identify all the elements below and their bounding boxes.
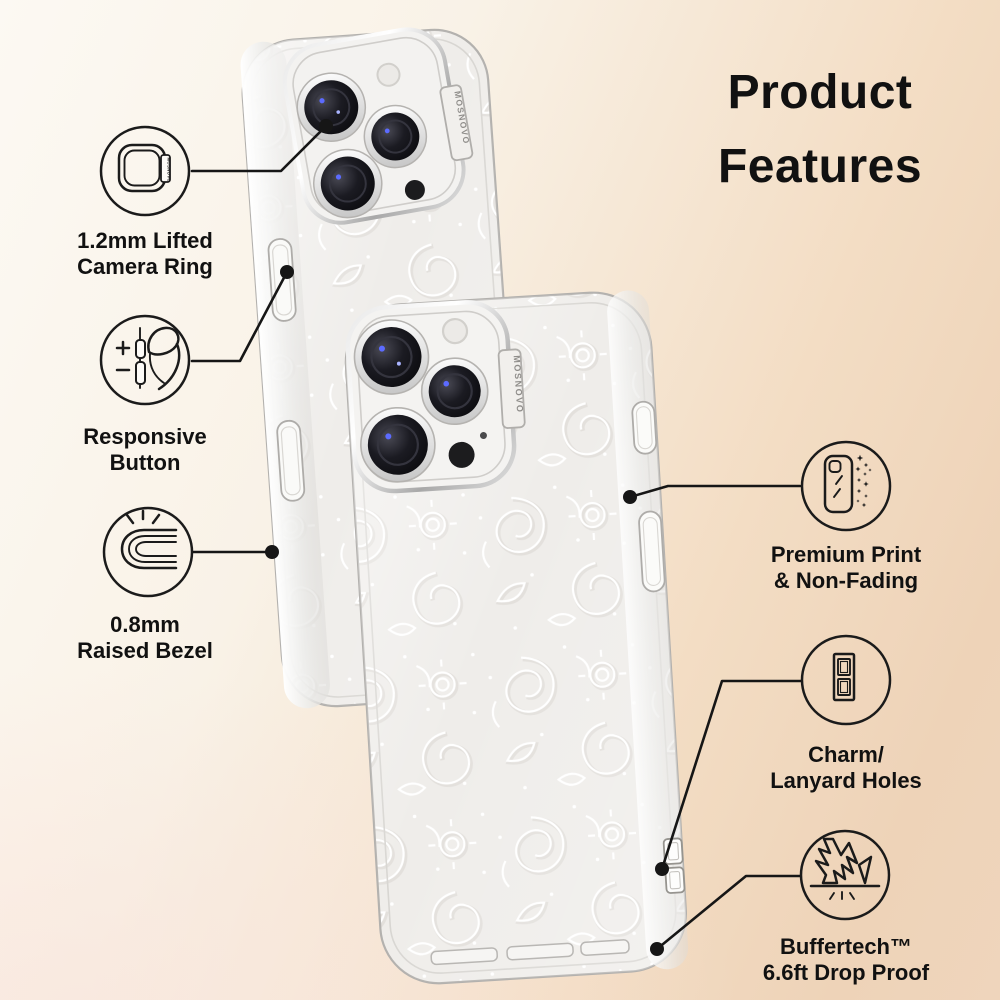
feature-label-line: & Non-Fading [773, 568, 919, 594]
feature-label-line: Charm/ [808, 742, 884, 767]
front-phone-case: MOSNOVO [344, 290, 689, 985]
feature-label-line: Responsive [83, 424, 207, 449]
lanyard-holes-icon [798, 632, 894, 728]
connector-lanyard-holes [660, 679, 803, 871]
feature-label-line: 1.2mm Lifted [77, 228, 213, 253]
callout-dots [265, 119, 669, 956]
rear-camera-mic [404, 179, 425, 200]
front-phone-action-button [631, 400, 658, 455]
front-camera-lens [420, 357, 489, 426]
bottom-port-slots [430, 939, 630, 966]
feature-label-raised-bezel: 0.8mm Raised Bezel [30, 612, 260, 665]
feature-label-line: Raised Bezel [77, 638, 213, 664]
front-camera-lens [360, 406, 436, 483]
rear-camera-lens [363, 104, 428, 169]
connector-camera-ring [190, 124, 328, 173]
connector-responsive-button [190, 270, 289, 363]
page-title-line2: Features [717, 140, 923, 194]
page-title: Product Features [642, 56, 998, 205]
premium-print-icon [798, 438, 894, 534]
feature-label-line: Camera Ring [77, 254, 213, 280]
drop-impact-icon [797, 827, 893, 923]
callout-connectors [190, 124, 803, 951]
raised-bezel-icon [100, 504, 196, 600]
camera-ring-icon: MOSNOVO [97, 123, 193, 219]
feature-label-line: 0.8mm [110, 612, 180, 637]
feature-label-responsive-button: Responsive Button [30, 424, 260, 477]
feature-label-lanyard-holes: Charm/ Lanyard Holes [731, 742, 961, 795]
front-camera-lens [353, 319, 430, 395]
feature-label-line: Buffertech™ [779, 934, 912, 959]
connector-drop-proof [655, 874, 802, 951]
feature-label-line: Button [109, 450, 181, 476]
feature-label-drop-proof: Buffertech™ 6.6ft Drop Proof [731, 934, 961, 987]
front-camera-flash [441, 317, 469, 345]
front-phone-camera-module: MOSNOVO [345, 300, 526, 494]
rear-camera-flash [376, 62, 401, 87]
feature-label-line: 6.6ft Drop Proof [762, 960, 930, 986]
feature-label-line: Lanyard Holes [770, 768, 922, 794]
feature-label-premium-print: Premium Print & Non-Fading [731, 542, 961, 595]
brand-text: MOSNOVO [512, 355, 526, 414]
responsive-button-icon [97, 312, 193, 408]
front-camera-dot [479, 432, 487, 440]
rear-phone-power-button [276, 419, 306, 502]
rear-camera-lens [296, 72, 367, 142]
front-camera-mic [448, 441, 475, 468]
front-camera-brand-tab: MOSNOVO [497, 348, 526, 429]
rear-camera-lens [313, 148, 383, 219]
connector-premium-print [628, 484, 802, 499]
rear-phone-camera-module: MOSNOVO [282, 27, 474, 225]
feature-label-camera-ring: 1.2mm Lifted Camera Ring [30, 228, 260, 281]
feature-label-line: Premium Print [770, 542, 922, 567]
page-title-line1: Product [727, 66, 913, 119]
brand-microtext: MOSNOVO [167, 158, 172, 183]
front-phone-side-button [638, 510, 666, 593]
